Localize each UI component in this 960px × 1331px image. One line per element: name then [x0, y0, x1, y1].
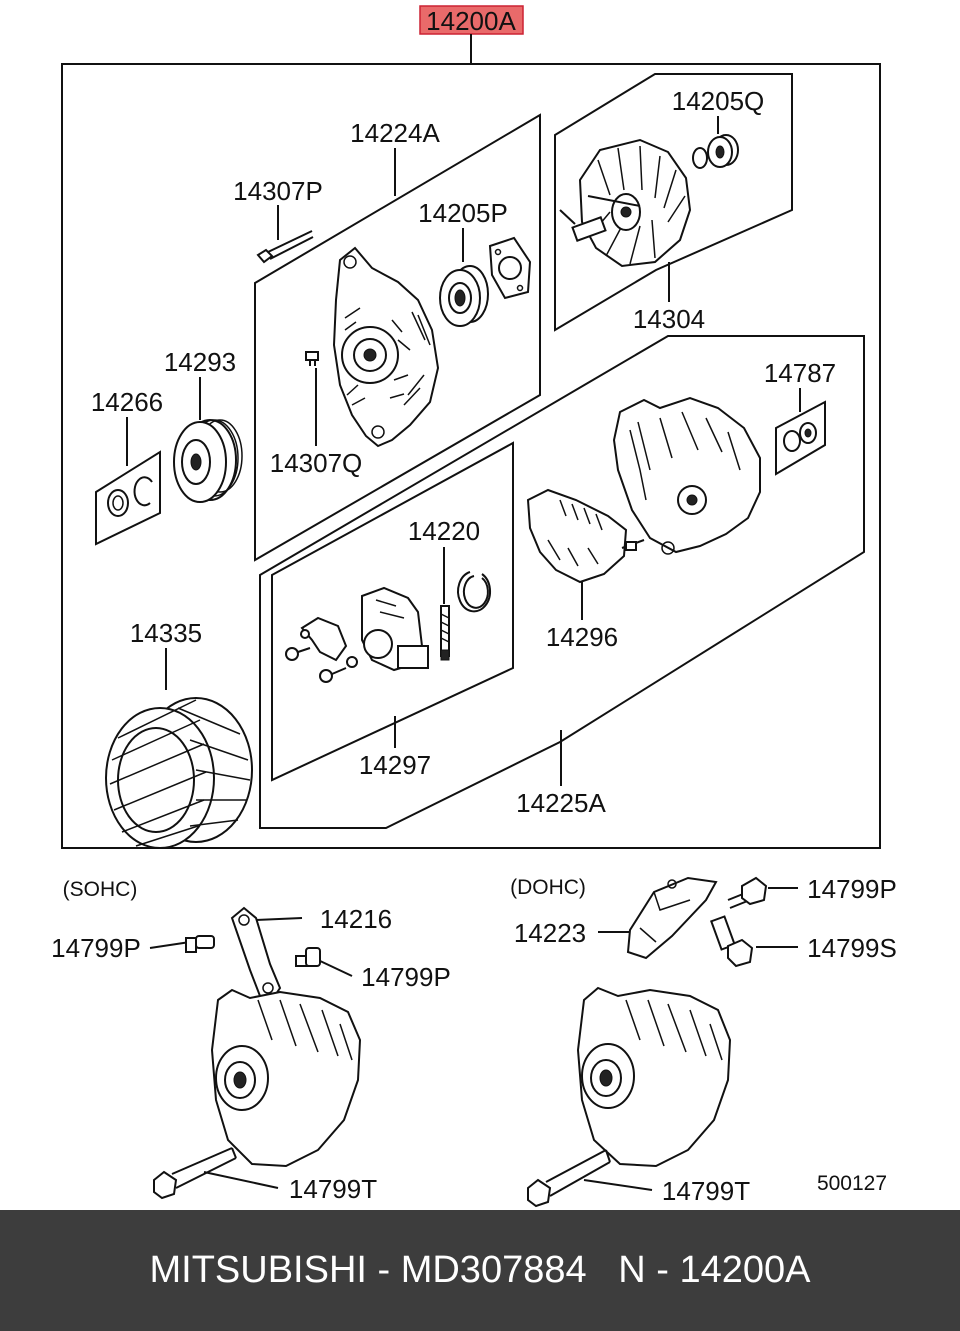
front-bracket-frame — [259, 335, 865, 829]
part-label-14225A[interactable]: 14225A — [516, 788, 606, 818]
sohc-bolt-14799T-drawing — [153, 1147, 237, 1200]
bearing-14205Q-drawing — [692, 134, 739, 169]
part-label-14304[interactable]: 14304 — [633, 304, 705, 334]
part-label-14307Q[interactable]: 14307Q — [270, 448, 363, 478]
rotor-14304-drawing — [559, 138, 692, 268]
rotor-frame — [554, 73, 793, 332]
bearing-14205P-drawing — [439, 265, 489, 327]
pulley-14293-drawing — [173, 419, 243, 503]
sohc-part-label-14216[interactable]: 14216 — [320, 904, 392, 934]
pulley-kit-frame — [95, 450, 161, 546]
dohc-part-label-14799P[interactable]: 14799P — [807, 874, 897, 904]
dohc-bolt-14799P-drawing — [727, 876, 768, 909]
dohc-bolt-14799S-drawing — [710, 915, 754, 968]
brush-ring-drawing — [457, 571, 492, 613]
part-label-14205P[interactable]: 14205P — [418, 198, 508, 228]
dohc-bracket-14223-drawing — [626, 876, 718, 960]
part-number-footer: MITSUBISHI - MD307884 N - 14200A — [0, 1210, 960, 1331]
stator-14335-drawing — [105, 697, 253, 849]
assembly-label-highlight — [419, 5, 524, 35]
part-label-14307P[interactable]: 14307P — [233, 176, 323, 206]
dohc-part-label-14799T[interactable]: 14799T — [662, 1176, 750, 1206]
front-bracket-drawing — [612, 396, 761, 555]
dohc-bolt-14799T-drawing — [527, 1149, 611, 1208]
sohc-bolt-14799P-left-drawing — [185, 935, 215, 953]
bearing-kit-14787-drawing — [783, 422, 817, 452]
rear-bracket-frame — [254, 113, 541, 562]
bearing-kit-frame — [775, 400, 826, 476]
sohc-alternator-drawing — [210, 988, 362, 1168]
dohc-label: (DOHC) — [510, 876, 586, 899]
sohc-part-label-14799P-left[interactable]: 14799P — [51, 933, 141, 963]
part-label-14787[interactable]: 14787 — [764, 358, 836, 388]
assembly-frame — [61, 63, 881, 849]
screw-14307Q-drawing — [305, 351, 319, 366]
diagram-number: 500127 — [817, 1172, 887, 1195]
regulator-14297-drawing — [285, 586, 429, 683]
part-label-14335[interactable]: 14335 — [130, 618, 202, 648]
dohc-part-label-14223[interactable]: 14223 — [514, 918, 586, 948]
rectifier-14296-drawing — [526, 488, 645, 584]
part-label-14205Q[interactable]: 14205Q — [672, 86, 765, 116]
part-label-14220[interactable]: 14220 — [408, 516, 480, 546]
sohc-bolt-14799P-right-drawing — [295, 947, 321, 967]
part-label-14266[interactable]: 14266 — [91, 387, 163, 417]
part-label-14293[interactable]: 14293 — [164, 347, 236, 377]
sohc-brace-14216-drawing — [230, 906, 282, 1002]
assembly-label[interactable]: 14200A — [426, 6, 516, 36]
rear-bracket-drawing — [332, 246, 440, 448]
bearing-retainer-drawing — [488, 236, 532, 300]
footer-text: MITSUBISHI - MD307884 N - 14200A — [149, 1249, 811, 1291]
bolt-14307P-drawing — [256, 230, 314, 264]
part-label-14224A[interactable]: 14224A — [350, 118, 440, 148]
part-label-14296[interactable]: 14296 — [546, 622, 618, 652]
sohc-part-label-14799T[interactable]: 14799T — [289, 1174, 377, 1204]
pulley-nut-14266-drawing — [107, 476, 153, 517]
sohc-part-label-14799P-right[interactable]: 14799P — [361, 962, 451, 992]
dohc-alternator-drawing — [576, 986, 732, 1168]
regulator-frame — [271, 441, 514, 782]
sohc-label: (SOHC) — [63, 878, 138, 901]
part-label-14297[interactable]: 14297 — [359, 750, 431, 780]
dohc-part-label-14799S[interactable]: 14799S — [807, 933, 897, 963]
brush-14220-drawing — [440, 605, 450, 661]
alternator-parts-diagram: 14200A 14224A 14307P 14205P 14205Q 14304… — [51, 5, 897, 1208]
